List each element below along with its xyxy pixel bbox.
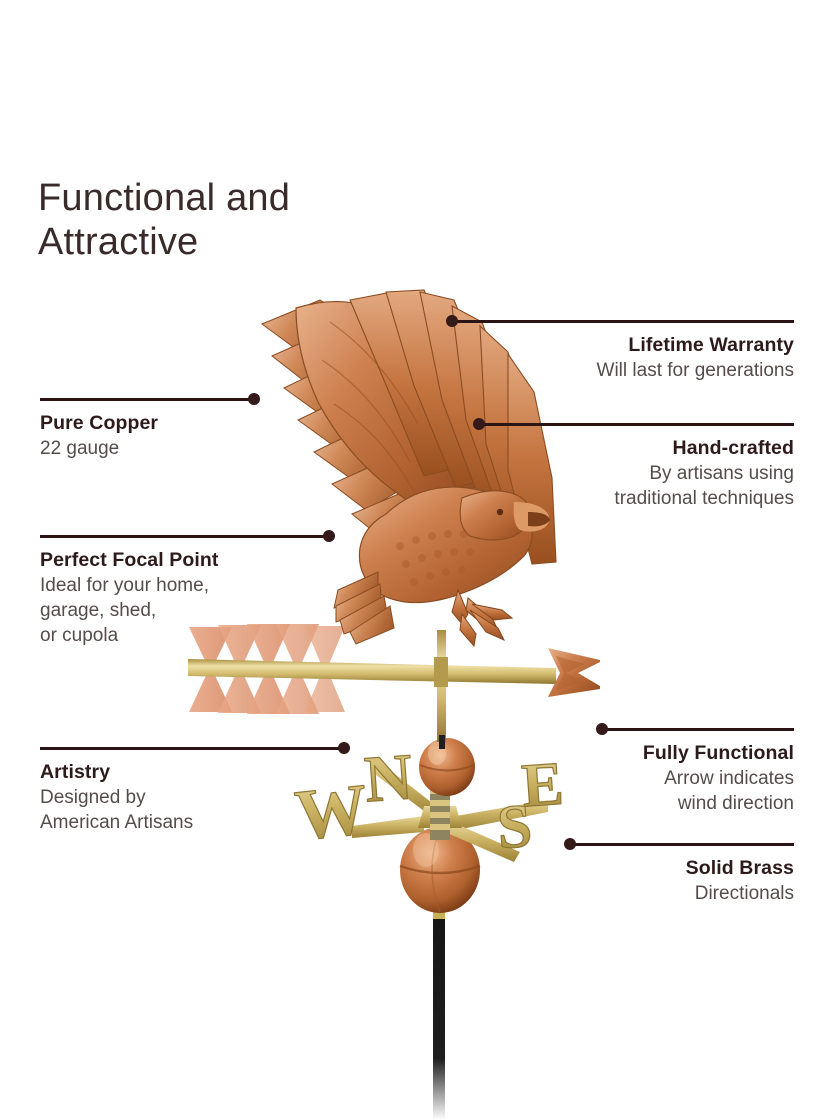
callout-heading: Artistry <box>40 761 111 783</box>
leader-line <box>473 418 794 430</box>
leader-line <box>40 393 260 405</box>
leader-line-dot <box>338 742 350 754</box>
callout-body: 22 gauge <box>40 438 120 459</box>
mount-rod-group <box>433 905 445 1120</box>
callout-heading: Pure Copper <box>40 412 159 434</box>
leader-line <box>596 723 794 735</box>
callout-body: Directionals <box>694 883 794 904</box>
callout-perfect-focal-point: Perfect Focal Point Ideal for your home,… <box>40 530 335 648</box>
directional-letter-s: S <box>495 792 534 862</box>
leader-line-stroke <box>40 747 340 750</box>
callout-pure-copper: Pure Copper 22 gauge <box>40 393 260 461</box>
leader-line <box>446 315 794 327</box>
leader-line-stroke <box>483 423 794 426</box>
leader-line-stroke <box>40 535 325 538</box>
directional-letter-e: E <box>520 750 566 821</box>
arrow-head <box>548 648 600 697</box>
leader-line <box>40 742 350 754</box>
callout-fully-functional: Fully Functional Arrow indicates wind di… <box>596 723 794 816</box>
callout-heading: Solid Brass <box>685 857 794 879</box>
callout-body: Arrow indicates wind direction <box>664 768 794 814</box>
leader-line-stroke <box>606 728 794 731</box>
spindle <box>437 630 446 749</box>
leader-line-dot <box>596 723 608 735</box>
lower-globe <box>399 827 481 913</box>
directional-letter-n: N <box>362 740 415 816</box>
page-title: Functional and Attractive <box>38 177 291 263</box>
leader-line <box>564 838 794 850</box>
callout-artistry: Artistry Designed by American Artisans <box>40 742 350 835</box>
leader-line-stroke <box>456 320 794 323</box>
callout-hand-crafted: Hand-crafted By artisans using tradition… <box>473 418 794 511</box>
leader-line-dot <box>248 393 260 405</box>
callout-heading: Fully Functional <box>642 742 794 764</box>
callout-body: Ideal for your home, garage, shed, or cu… <box>40 575 209 646</box>
leader-line-dot <box>446 315 458 327</box>
callout-body: Designed by American Artisans <box>40 787 194 833</box>
callout-heading: Lifetime Warranty <box>628 334 794 356</box>
callout-lifetime-warranty: Lifetime Warranty Will last for generati… <box>446 315 794 383</box>
leader-line-dot <box>323 530 335 542</box>
callout-heading: Perfect Focal Point <box>40 549 219 571</box>
leader-line-stroke <box>574 843 794 846</box>
leader-line-stroke <box>40 398 250 401</box>
eagle-talons <box>451 588 514 648</box>
leader-line-dot <box>473 418 485 430</box>
leader-line-dot <box>564 838 576 850</box>
callout-heading: Hand-crafted <box>672 437 794 459</box>
callout-body: By artisans using traditional techniques <box>614 463 794 509</box>
leader-line <box>40 530 335 542</box>
callout-solid-brass: Solid Brass Directionals <box>564 838 794 906</box>
directional-arms <box>352 763 548 862</box>
upper-globe <box>419 738 475 796</box>
callout-body: Will last for generations <box>596 360 794 381</box>
